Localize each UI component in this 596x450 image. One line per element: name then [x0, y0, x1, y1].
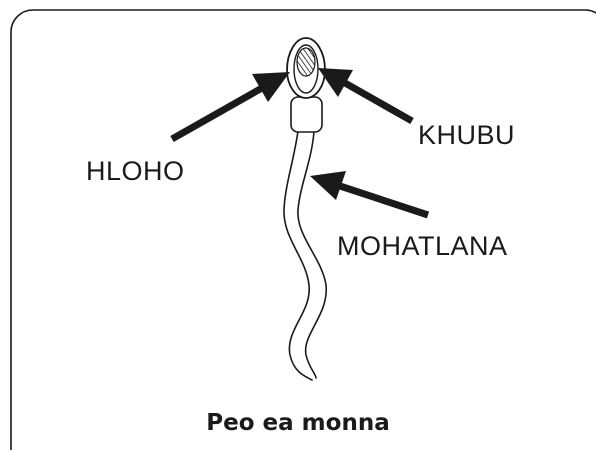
sperm-tail	[284, 131, 326, 380]
arrow-head-pointer	[172, 72, 290, 139]
label-nucleus: KHUBU	[418, 120, 515, 151]
label-head: HLOHO	[86, 156, 185, 187]
arrow-nucleus-pointer	[318, 68, 412, 121]
sperm-nucleus	[297, 48, 315, 76]
diagram-caption: Peo ea monna	[0, 410, 596, 436]
sperm-midpiece	[291, 97, 322, 132]
label-tail: MOHATLANA	[337, 231, 508, 262]
arrow-tail-pointer	[310, 171, 428, 215]
